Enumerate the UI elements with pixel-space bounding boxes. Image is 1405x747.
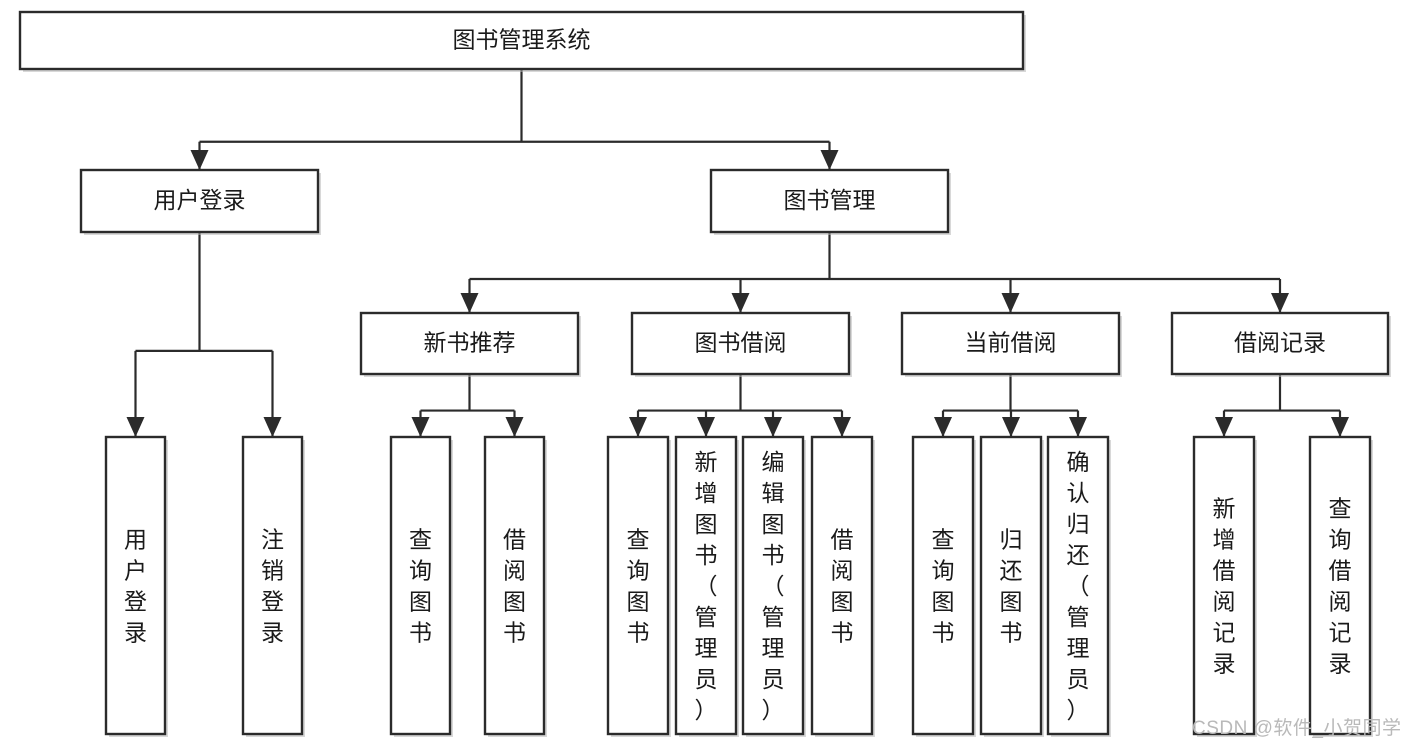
- node-borrow-record[interactable]: 借阅记录: [1170, 311, 1391, 377]
- edge-group-root: [190, 69, 839, 170]
- arrow-head-icon: [934, 417, 952, 437]
- watermark-text: CSDN @软件_小贺同学: [1192, 718, 1402, 739]
- node-leaf-query-book-nbr[interactable]: 查询图书: [389, 435, 453, 737]
- arrow-head-icon: [263, 417, 282, 437]
- node-new-book-recommend[interactable]: 新书推荐: [359, 311, 581, 377]
- node-label: 注销登录: [261, 527, 284, 646]
- edge-group-user-login: [126, 232, 282, 437]
- node-user-login[interactable]: 用户登录: [79, 168, 321, 235]
- node-leaf-user-login[interactable]: 用户登录: [104, 435, 168, 737]
- node-leaf-user-logout[interactable]: 注销登录: [241, 435, 305, 737]
- node-current-borrow[interactable]: 当前借阅: [900, 311, 1122, 377]
- node-label: 新书推荐: [424, 330, 516, 356]
- arrow-head-icon: [1215, 417, 1233, 437]
- edge-group-book-manage: [460, 232, 1289, 313]
- arrow-head-icon: [460, 293, 479, 313]
- node-label: 新增借阅记录: [1213, 496, 1236, 677]
- node-leaf-edit-book[interactable]: 编辑图书（管理员）: [741, 435, 806, 737]
- node-label: 查询图书: [932, 527, 955, 646]
- arrow-head-icon: [1002, 417, 1020, 437]
- edge-group-borrow-record: [1215, 374, 1349, 437]
- arrow-head-icon: [820, 150, 839, 170]
- node-label: 图书管理系统: [453, 27, 591, 53]
- arrow-head-icon: [833, 417, 851, 437]
- node-label: 图书借阅: [695, 330, 787, 356]
- node-label: 查询图书: [409, 527, 432, 646]
- edge-group-current-borrow: [934, 374, 1087, 437]
- node-label: 确认归还（管理员）: [1067, 449, 1090, 723]
- arrow-head-icon: [1331, 417, 1349, 437]
- node-label: 编辑图书（管理员）: [762, 449, 785, 723]
- edges-layer: [126, 69, 1349, 437]
- arrow-head-icon: [1271, 293, 1289, 313]
- node-leaf-borrow-book-bb[interactable]: 借阅图书: [810, 435, 875, 737]
- node-leaf-borrow-book-nbr[interactable]: 借阅图书: [483, 435, 547, 737]
- node-label: 查询图书: [627, 527, 650, 646]
- node-label: 当前借阅: [965, 330, 1057, 356]
- node-label: 用户登录: [154, 187, 246, 213]
- arrow-head-icon: [731, 293, 750, 313]
- arrow-head-icon: [1001, 293, 1020, 313]
- arrow-head-icon: [1069, 417, 1087, 437]
- node-label: 借阅记录: [1234, 330, 1326, 356]
- node-leaf-query-book-bb[interactable]: 查询图书: [606, 435, 671, 737]
- arrow-head-icon: [505, 417, 524, 437]
- node-leaf-add-record[interactable]: 新增借阅记录: [1192, 435, 1257, 737]
- node-leaf-return-book[interactable]: 归还图书: [979, 435, 1044, 737]
- node-label: 借阅图书: [503, 527, 526, 646]
- node-label: 查询借阅记录: [1329, 496, 1352, 677]
- edge-group-new-book-recommend: [411, 374, 524, 437]
- node-root[interactable]: 图书管理系统: [18, 10, 1026, 72]
- node-label: 借阅图书: [831, 527, 854, 646]
- arrow-head-icon: [126, 417, 145, 437]
- node-book-borrow[interactable]: 图书借阅: [630, 311, 852, 377]
- node-book-manage[interactable]: 图书管理: [709, 168, 951, 235]
- arrow-head-icon: [190, 150, 209, 170]
- arrow-head-icon: [764, 417, 782, 437]
- arrow-head-icon: [629, 417, 647, 437]
- node-label: 用户登录: [124, 527, 147, 646]
- node-label: 图书管理: [784, 187, 876, 213]
- node-label: 归还图书: [1000, 527, 1023, 646]
- node-leaf-query-book-cb[interactable]: 查询图书: [911, 435, 976, 737]
- node-leaf-confirm-return[interactable]: 确认归还（管理员）: [1046, 435, 1111, 737]
- arrow-head-icon: [411, 417, 430, 437]
- node-label: 新增图书（管理员）: [695, 449, 718, 723]
- nodes-layer: 图书管理系统用户登录图书管理新书推荐图书借阅当前借阅借阅记录用户登录注销登录查询…: [18, 10, 1391, 737]
- node-leaf-query-record[interactable]: 查询借阅记录: [1308, 435, 1373, 737]
- node-leaf-add-book[interactable]: 新增图书（管理员）: [674, 435, 739, 737]
- arrow-head-icon: [697, 417, 715, 437]
- edge-group-book-borrow: [629, 374, 851, 437]
